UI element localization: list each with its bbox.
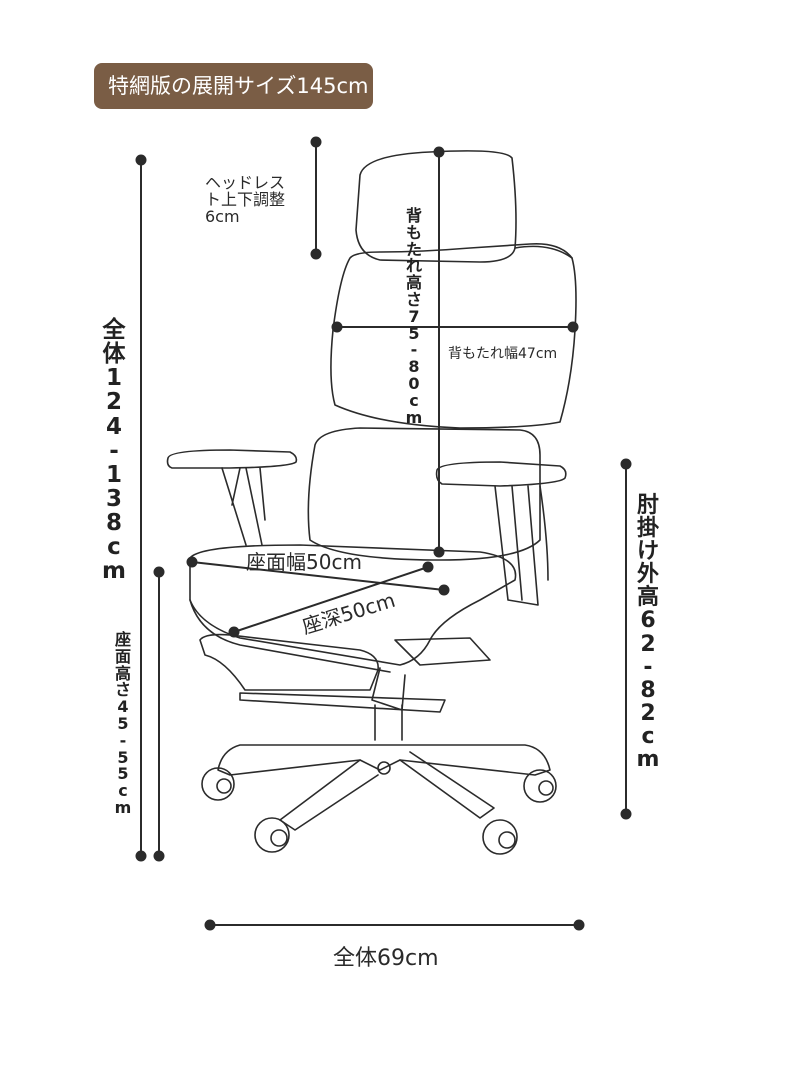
seat-height-char: さ — [114, 680, 131, 700]
headrest-adjust-line1: ヘッドレス — [205, 173, 286, 192]
armrest-height-char: 8 — [640, 677, 656, 703]
extended-size-badge: 特網版の展開サイズ145cm — [94, 63, 373, 109]
seat-height-char: 面 — [114, 646, 131, 666]
overall-height-char: 全 — [102, 317, 126, 343]
armrest-height-char: 肘 — [636, 493, 659, 518]
overall-height-char: 体 — [102, 341, 126, 368]
seat-height-char: c — [118, 781, 128, 801]
caster-right-front — [523, 769, 557, 803]
headrest-adjust-line2: ト上下調整 — [205, 190, 286, 209]
overall-height-char: - — [109, 437, 119, 464]
armrest-height-char: 6 — [640, 608, 656, 634]
armrest-height-char: 高 — [636, 585, 659, 611]
back-height-char: 5 — [408, 323, 420, 343]
caster-left-front — [201, 767, 235, 801]
right-armrest-pad — [435, 461, 567, 487]
back-height-char: 背 — [405, 206, 422, 225]
chair-base — [217, 744, 551, 776]
seat-height-char: 座 — [114, 630, 131, 649]
armrest-height-char: 外 — [636, 562, 659, 588]
seat-height-char: - — [119, 730, 127, 750]
caster-right-rear — [482, 819, 518, 855]
seat-height-char: 5 — [117, 713, 129, 733]
back-height-char: れ — [405, 256, 422, 276]
armrest-height-char: - — [643, 654, 653, 680]
armrest-height-char: m — [636, 747, 660, 773]
seat-height-char: m — [114, 797, 132, 817]
seat-depth-line — [233, 566, 429, 633]
overall-height-char: 4 — [105, 413, 122, 440]
armrest-height-char: 2 — [640, 631, 656, 657]
back-height-char: - — [410, 340, 418, 360]
seat-width-line — [191, 561, 445, 591]
back-height-char: 0 — [408, 373, 420, 393]
left-armrest-pad — [166, 449, 298, 469]
footrest — [199, 633, 379, 691]
overall-width-label: 全体69cm — [333, 946, 439, 971]
headrest-adjust-line3: 6cm — [205, 207, 240, 226]
seat-height-char: 5 — [117, 764, 129, 784]
overall-height-char: 1 — [105, 365, 122, 392]
seat-height-char: 5 — [117, 747, 129, 767]
armrest-height-char: け — [636, 539, 659, 565]
armrest-height-char: c — [641, 723, 655, 749]
back-height-char: さ — [405, 289, 422, 309]
seat-height-char: 4 — [117, 697, 129, 717]
back-height-char: も — [405, 222, 422, 242]
back-height-char: 8 — [408, 357, 420, 377]
armrest-height-char: 2 — [640, 700, 656, 726]
headrest-adjust-label: ヘッドレス ト上下調整 6cm — [205, 174, 285, 225]
overall-height-char: 8 — [105, 510, 122, 537]
back-height-char: m — [405, 407, 423, 427]
lumbar-pad — [307, 427, 541, 561]
overall-height-char: m — [102, 558, 126, 585]
seat-height-char: 高 — [114, 663, 131, 683]
back-height-char: 高 — [405, 273, 422, 293]
caster-left-rear — [254, 817, 290, 853]
overall-height-char: 3 — [105, 485, 122, 512]
back-height-char: 7 — [408, 306, 420, 326]
back-width-label: 背もたれ幅47cm — [448, 346, 558, 362]
back-height-char: た — [405, 239, 422, 259]
backrest-outline — [330, 242, 577, 429]
overall-height-char: 2 — [105, 389, 122, 416]
overall-height-char: c — [107, 534, 121, 561]
overall-height-char: 1 — [105, 461, 122, 488]
back-height-char: c — [409, 390, 419, 410]
headrest-outline — [355, 150, 517, 263]
armrest-height-char: 掛 — [636, 516, 659, 542]
seat-width-label: 座面幅50cm — [246, 550, 362, 574]
